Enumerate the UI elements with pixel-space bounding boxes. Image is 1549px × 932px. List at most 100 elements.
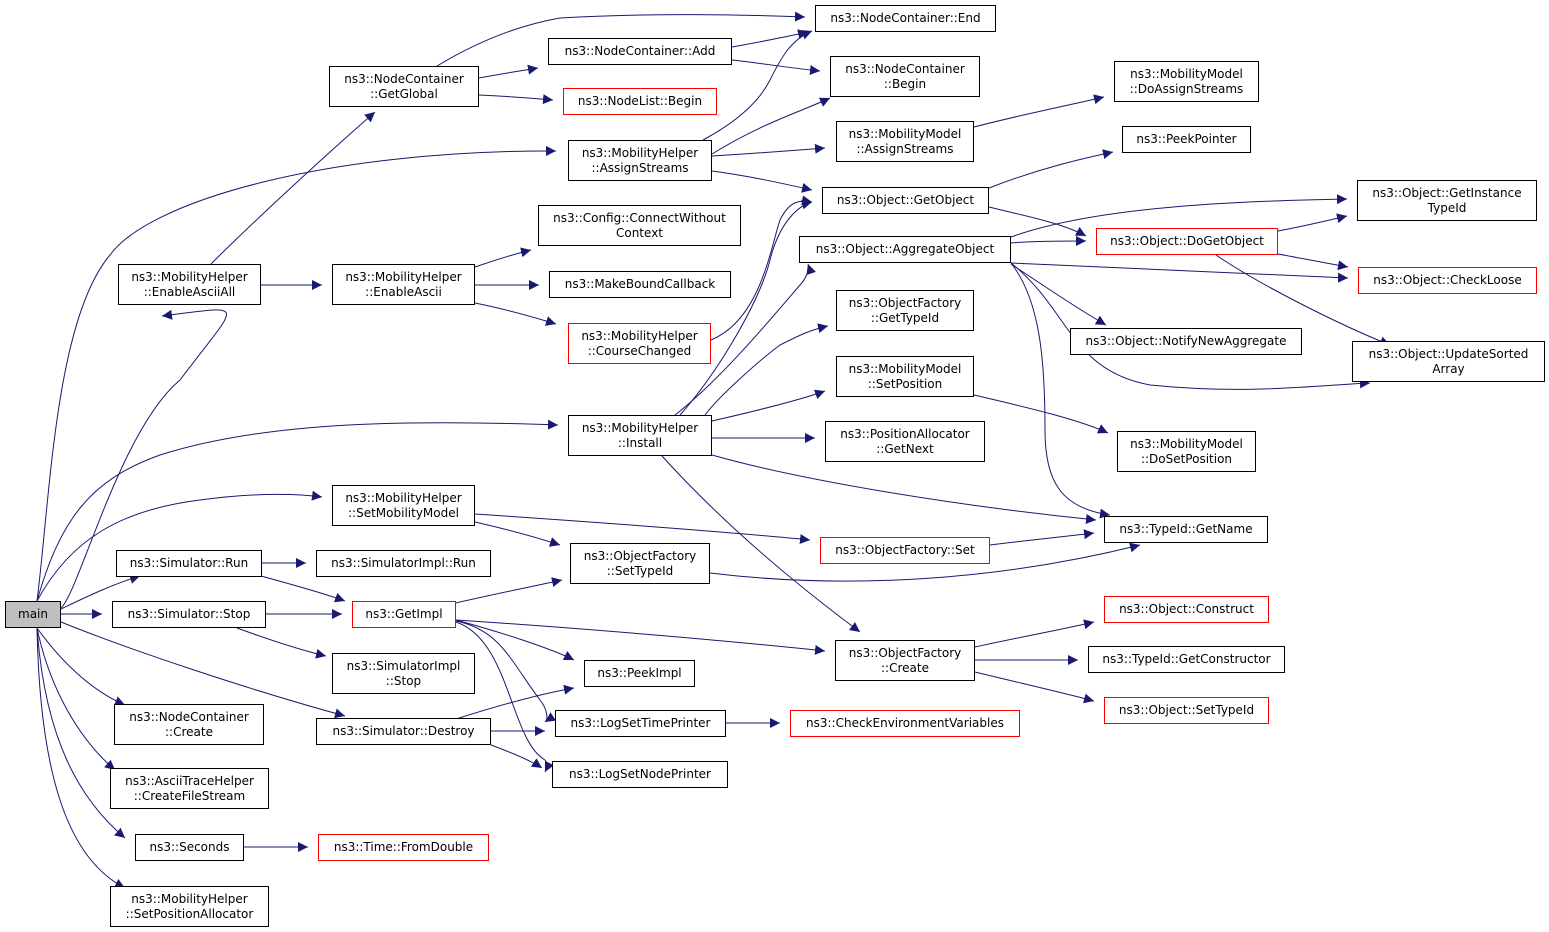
node-label: ns3::SimulatorImpl ::Stop (346, 658, 461, 688)
node-label: ns3::LogSetTimePrinter (570, 716, 711, 730)
node-object-checkloose[interactable]: ns3::Object::CheckLoose (1358, 267, 1537, 294)
call-edge (455, 577, 563, 604)
call-edge (478, 94, 554, 105)
node-mobilityhelper-coursechanged[interactable]: ns3::MobilityHelper ::CourseChanged (568, 323, 711, 364)
node-objectfactory-settypeid[interactable]: ns3::ObjectFactory ::SetTypeId (570, 543, 710, 584)
call-edge (236, 627, 327, 659)
call-edge (711, 143, 826, 157)
node-nodecontainer-add[interactable]: ns3::NodeContainer::Add (548, 38, 732, 65)
node-object-updatesortedarray[interactable]: ns3::Object::UpdateSorted Array (1352, 341, 1545, 382)
node-label: ns3::NodeContainer::End (830, 11, 981, 25)
node-mobilityhelper-assignstreams[interactable]: ns3::MobilityHelper ::AssignStreams (568, 140, 712, 181)
call-edge (436, 11, 806, 67)
node-simulatorimpl-run[interactable]: ns3::SimulatorImpl::Run (316, 550, 491, 577)
node-simulator-stop[interactable]: ns3::Simulator::Stop (112, 601, 266, 628)
node-nodecontainer-end[interactable]: ns3::NodeContainer::End (815, 5, 996, 32)
node-label: ns3::Object::SetTypeId (1118, 703, 1255, 717)
node-nodecontainer-begin[interactable]: ns3::NodeContainer ::Begin (830, 56, 980, 97)
call-edge (455, 621, 554, 773)
node-label: ns3::ObjectFactory ::GetTypeId (848, 295, 962, 325)
node-label: ns3::AsciiTraceHelper ::CreateFileStream (125, 773, 254, 803)
node-simulator-destroy[interactable]: ns3::Simulator::Destroy (316, 718, 491, 745)
call-edge (711, 170, 813, 193)
call-edge (711, 389, 826, 422)
node-label: ns3::NodeContainer ::Begin (845, 61, 965, 91)
call-edge (36, 419, 559, 602)
node-logsetnodeprinter[interactable]: ns3::LogSetNodePrinter (552, 761, 728, 788)
node-logsettimeprinter[interactable]: ns3::LogSetTimePrinter (555, 710, 726, 737)
node-label: ns3::ObjectFactory ::Create (848, 645, 962, 675)
node-mobilityhelper-setpositionallocator[interactable]: ns3::MobilityHelper ::SetPositionAllocat… (110, 886, 269, 927)
node-typeid-getconstructor[interactable]: ns3::TypeId::GetConstructor (1088, 646, 1285, 673)
node-label: ns3::Simulator::Stop (127, 607, 251, 621)
node-label: ns3::LogSetNodePrinter (569, 767, 711, 781)
node-label: ns3::MobilityHelper ::SetPositionAllocat… (125, 891, 254, 921)
node-label: ns3::MobilityModel ::AssignStreams (848, 126, 962, 156)
node-time-fromdouble[interactable]: ns3::Time::FromDouble (318, 834, 489, 861)
node-mobilitymodel-setposition[interactable]: ns3::MobilityModel ::SetPosition (836, 356, 974, 397)
node-mobilityhelper-enableasciiall[interactable]: ns3::MobilityHelper ::EnableAsciiAll (118, 264, 261, 305)
node-label: ns3::ObjectFactory::Set (835, 543, 975, 557)
call-edge (210, 111, 376, 265)
call-edge (973, 94, 1105, 128)
node-label: ns3::PeekImpl (597, 666, 682, 680)
node-simulator-run[interactable]: ns3::Simulator::Run (116, 550, 262, 577)
call-edge (455, 620, 557, 723)
node-label: ns3::MobilityModel ::DoSetPosition (1130, 436, 1243, 466)
call-edge (731, 59, 821, 75)
node-nodelist-begin[interactable]: ns3::NodeList::Begin (563, 88, 717, 115)
node-mobilitymodel-doassignstreams[interactable]: ns3::MobilityModel ::DoAssignStreams (1114, 61, 1259, 102)
node-objectfactory-create[interactable]: ns3::ObjectFactory ::Create (835, 640, 975, 681)
call-edge (455, 684, 575, 720)
node-label: ns3::NodeList::Begin (577, 94, 703, 108)
call-edge (36, 145, 557, 602)
node-makeboundcallback[interactable]: ns3::MakeBoundCallback (549, 271, 731, 298)
node-checkenvironmentvariables[interactable]: ns3::CheckEnvironmentVariables (790, 710, 1020, 737)
node-object-dogetobject[interactable]: ns3::Object::DoGetObject (1096, 228, 1278, 255)
node-label: ns3::Object::GetInstance TypeId (1372, 185, 1522, 215)
node-asciitracehelper-createfilestream[interactable]: ns3::AsciiTraceHelper ::CreateFileStream (110, 768, 269, 809)
node-label: ns3::TypeId::GetName (1119, 522, 1253, 536)
node-object-settypeid[interactable]: ns3::Object::SetTypeId (1104, 697, 1269, 724)
call-edges (36, 11, 1391, 889)
node-typeid-getname[interactable]: ns3::TypeId::GetName (1104, 516, 1268, 543)
call-edge (679, 199, 813, 416)
node-getimpl[interactable]: ns3::GetImpl (352, 601, 456, 628)
node-label: ns3::CheckEnvironmentVariables (806, 716, 1004, 730)
node-mobilitymodel-assignstreams[interactable]: ns3::MobilityModel ::AssignStreams (836, 121, 974, 162)
node-simulatorimpl-stop[interactable]: ns3::SimulatorImpl ::Stop (332, 653, 475, 694)
call-edge (711, 454, 1097, 524)
node-object-getobject[interactable]: ns3::Object::GetObject (822, 187, 989, 214)
call-edge (36, 490, 323, 602)
node-mobilityhelper-enableascii[interactable]: ns3::MobilityHelper ::EnableAscii (332, 264, 475, 305)
node-object-construct[interactable]: ns3::Object::Construct (1104, 596, 1269, 623)
node-object-notifynewaggregate[interactable]: ns3::Object::NotifyNewAggregate (1070, 328, 1302, 355)
node-nodecontainer-create[interactable]: ns3::NodeContainer ::Create (114, 704, 264, 745)
node-object-getinstancetypeid[interactable]: ns3::Object::GetInstance TypeId (1357, 180, 1537, 221)
call-edge (973, 394, 1109, 434)
node-peekimpl[interactable]: ns3::PeekImpl (584, 660, 695, 687)
node-mobilityhelper-install[interactable]: ns3::MobilityHelper ::Install (568, 415, 712, 456)
node-label: ns3::MobilityHelper ::EnableAsciiAll (131, 269, 248, 299)
node-label: ns3::Seconds (149, 840, 230, 854)
call-edge (731, 29, 809, 48)
node-label: ns3::Simulator::Destroy (332, 724, 475, 738)
node-label: ns3::MobilityHelper ::AssignStreams (581, 145, 699, 175)
call-edge (709, 542, 1141, 582)
node-seconds[interactable]: ns3::Seconds (135, 834, 244, 861)
node-peekpointer[interactable]: ns3::PeekPointer (1122, 126, 1251, 153)
call-edge (661, 455, 861, 633)
node-objectfactory-set[interactable]: ns3::ObjectFactory::Set (820, 537, 990, 564)
node-mobilityhelper-setmobilitymodel[interactable]: ns3::MobilityHelper ::SetMobilityModel (332, 485, 475, 526)
node-objectfactory-gettypeid[interactable]: ns3::ObjectFactory ::GetTypeId (836, 290, 974, 331)
node-config-connectwithoutcontext[interactable]: ns3::Config::ConnectWithout Context (538, 205, 741, 246)
node-label: ns3::PeekPointer (1136, 132, 1237, 146)
node-mobilitymodel-dosetposition[interactable]: ns3::MobilityModel ::DoSetPosition (1117, 431, 1256, 472)
node-label: ns3::MobilityHelper ::SetMobilityModel (345, 490, 462, 520)
call-edge (988, 206, 1087, 237)
node-main[interactable]: main (5, 601, 61, 628)
node-nodecontainer-getglobal[interactable]: ns3::NodeContainer ::GetGlobal (329, 66, 479, 107)
call-edge (490, 744, 543, 769)
node-object-aggregateobject[interactable]: ns3::Object::AggregateObject (799, 236, 1011, 263)
node-positionallocator-getnext[interactable]: ns3::PositionAllocator ::GetNext (825, 421, 985, 462)
